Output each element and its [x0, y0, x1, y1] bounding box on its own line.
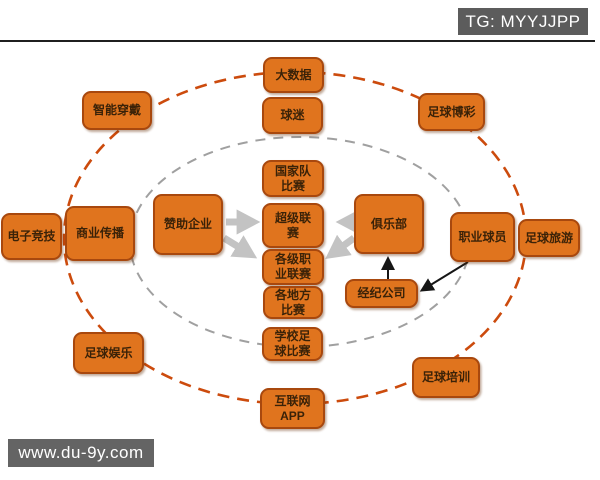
node-internet-app: 互联网 APP — [260, 388, 325, 429]
tg-watermark-text: TG: MYYJJPP — [465, 11, 581, 31]
arrow-players-to-agency — [419, 261, 469, 292]
arrow-club-to-pro-leagues — [325, 234, 357, 259]
node-football-tourism: 足球旅游 — [518, 219, 580, 257]
node-commercial-media: 商业传播 — [65, 206, 135, 261]
top-divider — [0, 40, 595, 42]
node-professional-players: 职业球员 — [450, 212, 515, 262]
node-club: 俱乐部 — [354, 194, 424, 254]
node-football-entertainment: 足球娱乐 — [73, 332, 144, 374]
node-fans: 球迷 — [262, 97, 323, 134]
node-professional-leagues: 各级职 业联赛 — [262, 249, 324, 285]
node-esports: 电子竞技 — [1, 213, 62, 260]
node-school-matches: 学校足 球比赛 — [262, 327, 323, 361]
tg-watermark-badge: TG: MYYJJPP — [458, 8, 588, 35]
node-super-league: 超级联 赛 — [262, 203, 324, 248]
site-watermark-badge: www.du-9y.com — [8, 439, 154, 467]
node-agency: 经纪公司 — [345, 279, 418, 308]
arrow-sponsors-to-pro-leagues — [222, 235, 258, 259]
site-watermark-text: www.du-9y.com — [18, 443, 144, 462]
node-local-matches: 各地方 比赛 — [263, 286, 323, 319]
node-sponsors: 赞助企业 — [153, 194, 223, 255]
node-football-betting: 足球博彩 — [418, 93, 485, 131]
node-national-team-matches: 国家队 比赛 — [262, 160, 324, 197]
node-football-training: 足球培训 — [412, 357, 480, 398]
node-smart-wearables: 智能穿戴 — [82, 91, 152, 130]
node-big-data: 大数据 — [263, 57, 324, 93]
